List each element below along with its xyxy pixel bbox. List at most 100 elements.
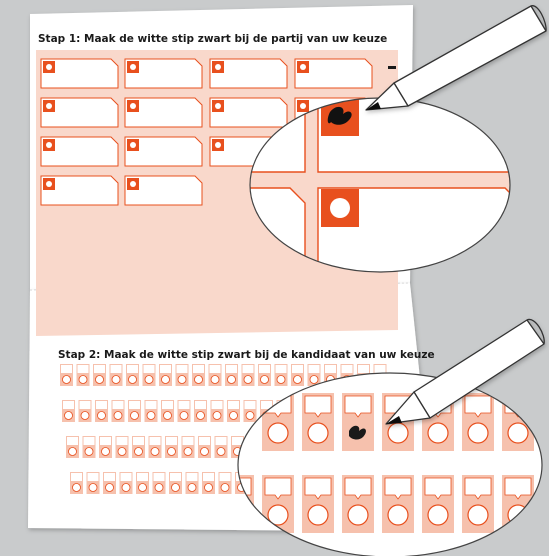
candidate-box xyxy=(136,472,149,494)
empty-dot xyxy=(217,448,225,456)
party-box xyxy=(41,137,118,166)
candidate-box xyxy=(342,475,374,533)
candidate-box xyxy=(120,472,133,494)
candidate-box xyxy=(132,436,145,458)
candidate-box xyxy=(258,364,271,386)
empty-dot xyxy=(69,448,77,456)
empty-dot xyxy=(130,181,136,187)
empty-dot xyxy=(215,103,221,109)
empty-dot xyxy=(468,423,488,443)
empty-dot xyxy=(65,412,73,420)
candidate-box xyxy=(242,364,255,386)
empty-dot xyxy=(106,484,114,492)
empty-dot xyxy=(428,423,448,443)
empty-dot xyxy=(147,412,155,420)
candidate-box xyxy=(159,364,172,386)
candidate-box xyxy=(302,393,334,451)
candidate-box xyxy=(128,400,141,422)
party-box xyxy=(125,137,202,166)
candidate-box xyxy=(110,364,123,386)
empty-dot xyxy=(188,484,196,492)
candidate-box xyxy=(186,472,199,494)
empty-dot xyxy=(308,423,328,443)
empty-dot xyxy=(180,412,188,420)
empty-dot xyxy=(130,142,136,148)
empty-dot xyxy=(151,448,159,456)
empty-dot xyxy=(205,484,213,492)
empty-dot xyxy=(85,448,93,456)
candidate-box xyxy=(192,364,205,386)
empty-dot xyxy=(129,376,137,384)
empty-dot xyxy=(46,64,52,70)
candidate-box xyxy=(95,400,108,422)
empty-dot xyxy=(197,412,205,420)
candidate-box xyxy=(169,472,182,494)
candidate-box xyxy=(153,472,166,494)
empty-dot xyxy=(122,484,130,492)
empty-dot xyxy=(155,484,163,492)
empty-dot xyxy=(178,376,186,384)
candidate-box xyxy=(83,436,96,458)
empty-dot xyxy=(310,376,318,384)
empty-dot xyxy=(114,412,122,420)
candidate-box xyxy=(275,364,288,386)
candidate-box xyxy=(77,364,90,386)
candidate-box xyxy=(143,364,156,386)
step1-title: Stap 1: Maak de witte stip zwart bij de … xyxy=(38,33,387,45)
party-box xyxy=(41,98,118,127)
empty-dot xyxy=(468,505,488,525)
empty-dot xyxy=(201,448,209,456)
empty-dot xyxy=(130,64,136,70)
empty-dot xyxy=(139,484,147,492)
empty-dot xyxy=(428,505,448,525)
candidate-box xyxy=(502,393,534,451)
empty-dot xyxy=(168,448,176,456)
empty-dot xyxy=(246,412,254,420)
empty-dot xyxy=(81,412,89,420)
empty-dot xyxy=(145,376,153,384)
party-box xyxy=(295,59,372,88)
empty-dot xyxy=(63,376,71,384)
empty-dot xyxy=(46,142,52,148)
empty-dot xyxy=(221,484,229,492)
empty-dot xyxy=(294,376,302,384)
candidate-box xyxy=(87,472,100,494)
empty-dot xyxy=(261,376,269,384)
party-box xyxy=(125,59,202,88)
empty-dot xyxy=(230,412,238,420)
candidate-box xyxy=(227,400,240,422)
empty-dot xyxy=(211,376,219,384)
empty-dot xyxy=(164,412,172,420)
candidate-box xyxy=(244,400,257,422)
empty-dot xyxy=(135,448,143,456)
candidate-box xyxy=(302,475,334,533)
candidate-box xyxy=(382,475,414,533)
empty-dot xyxy=(162,376,170,384)
candidate-box xyxy=(178,400,191,422)
empty-dot xyxy=(46,103,52,109)
empty-dot xyxy=(73,484,81,492)
margin-mark xyxy=(388,66,396,69)
empty-dot xyxy=(112,376,120,384)
candidate-box xyxy=(462,393,494,451)
candidate-box xyxy=(194,400,207,422)
step2-title: Stap 2: Maak de witte stip zwart bij de … xyxy=(58,349,435,361)
candidate-box xyxy=(62,400,75,422)
party-box xyxy=(41,59,118,88)
party-box xyxy=(210,98,287,127)
candidate-box xyxy=(202,472,215,494)
empty-dot xyxy=(348,505,368,525)
candidate-box xyxy=(126,364,139,386)
candidate-box xyxy=(99,436,112,458)
empty-dot xyxy=(98,412,106,420)
empty-dot xyxy=(508,423,528,443)
candidate-box xyxy=(79,400,92,422)
empty-dot xyxy=(213,412,221,420)
party-box xyxy=(210,59,287,88)
empty-dot xyxy=(300,64,306,70)
empty-dot xyxy=(118,448,126,456)
candidate-box xyxy=(225,364,238,386)
empty-dot xyxy=(388,505,408,525)
candidate-box xyxy=(66,436,79,458)
